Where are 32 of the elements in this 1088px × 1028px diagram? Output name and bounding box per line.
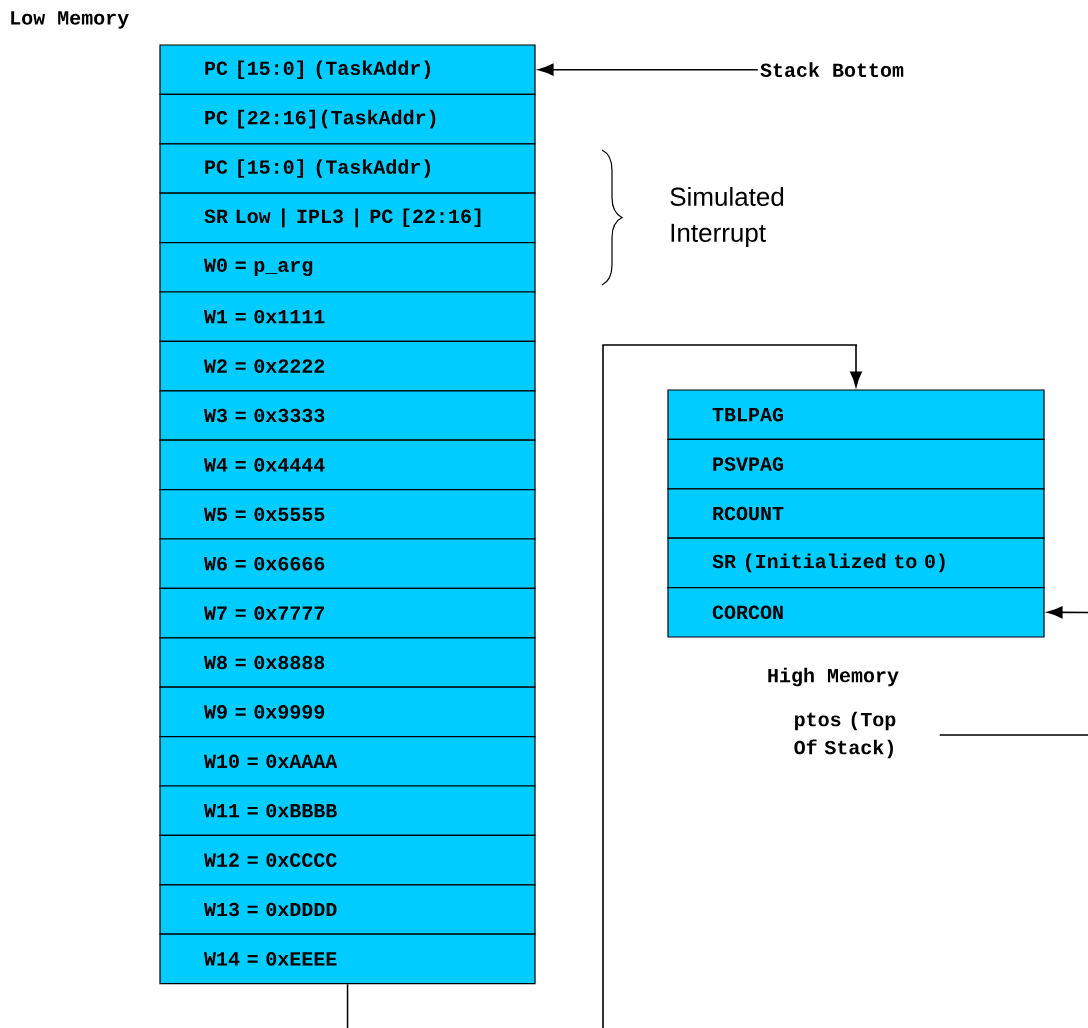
arrow [346, 344, 862, 1028]
register-cell: RCOUNT [667, 488, 1045, 539]
register-cell: CORCON [667, 587, 1045, 638]
register-cell: W4 = 0x4444 [159, 439, 536, 491]
register-cell: W11 = 0xBBBB [159, 785, 536, 836]
register-cell: W5 = 0x5555 [159, 489, 536, 540]
register-cell: W13 = 0xDDDD [159, 884, 536, 935]
register-cell: TBLPAG [667, 389, 1045, 440]
register-cell: W2 = 0x2222 [159, 340, 536, 392]
pointer-label: ptos (Top Of Stack) [794, 711, 896, 759]
register-cell: PC [15:0] (TaskAddr) [159, 143, 536, 194]
register-cell: W3 = 0x3333 [159, 390, 536, 441]
register-cell: W0 = p_arg [159, 242, 536, 293]
register-cell: W9 = 0x9999 [159, 686, 536, 738]
register-cell: PC [22:16](TaskAddr) [159, 93, 536, 145]
brace-label: Simulated Interrupt [670, 186, 784, 248]
register-cell: W12 = 0xCCCC [159, 834, 536, 886]
register-cell: SR Low | IPL3 | PC [22:16] [159, 192, 536, 244]
arrow [538, 63, 759, 76]
register-cell: W6 = 0x6666 [159, 538, 536, 589]
register-cell: PC [15:0] (TaskAddr) [159, 44, 536, 95]
register-cell: W10 = 0xAAAA [159, 736, 536, 787]
memory-label: High Memory [768, 667, 899, 687]
register-cell: W7 = 0x7777 [159, 587, 536, 639]
register-cell: SR (Initialized to 0) [667, 537, 1045, 589]
register-cell: W8 = 0x8888 [159, 637, 536, 688]
register-cell: W1 = 0x1111 [159, 291, 536, 342]
register-cell: PSVPAG [667, 438, 1045, 490]
arrow [938, 606, 1088, 736]
pointer-label: Stack Bottom [760, 62, 904, 78]
register-cell: W14 = 0xEEEE [159, 933, 536, 985]
memory-label: Low Memory [11, 11, 129, 29]
